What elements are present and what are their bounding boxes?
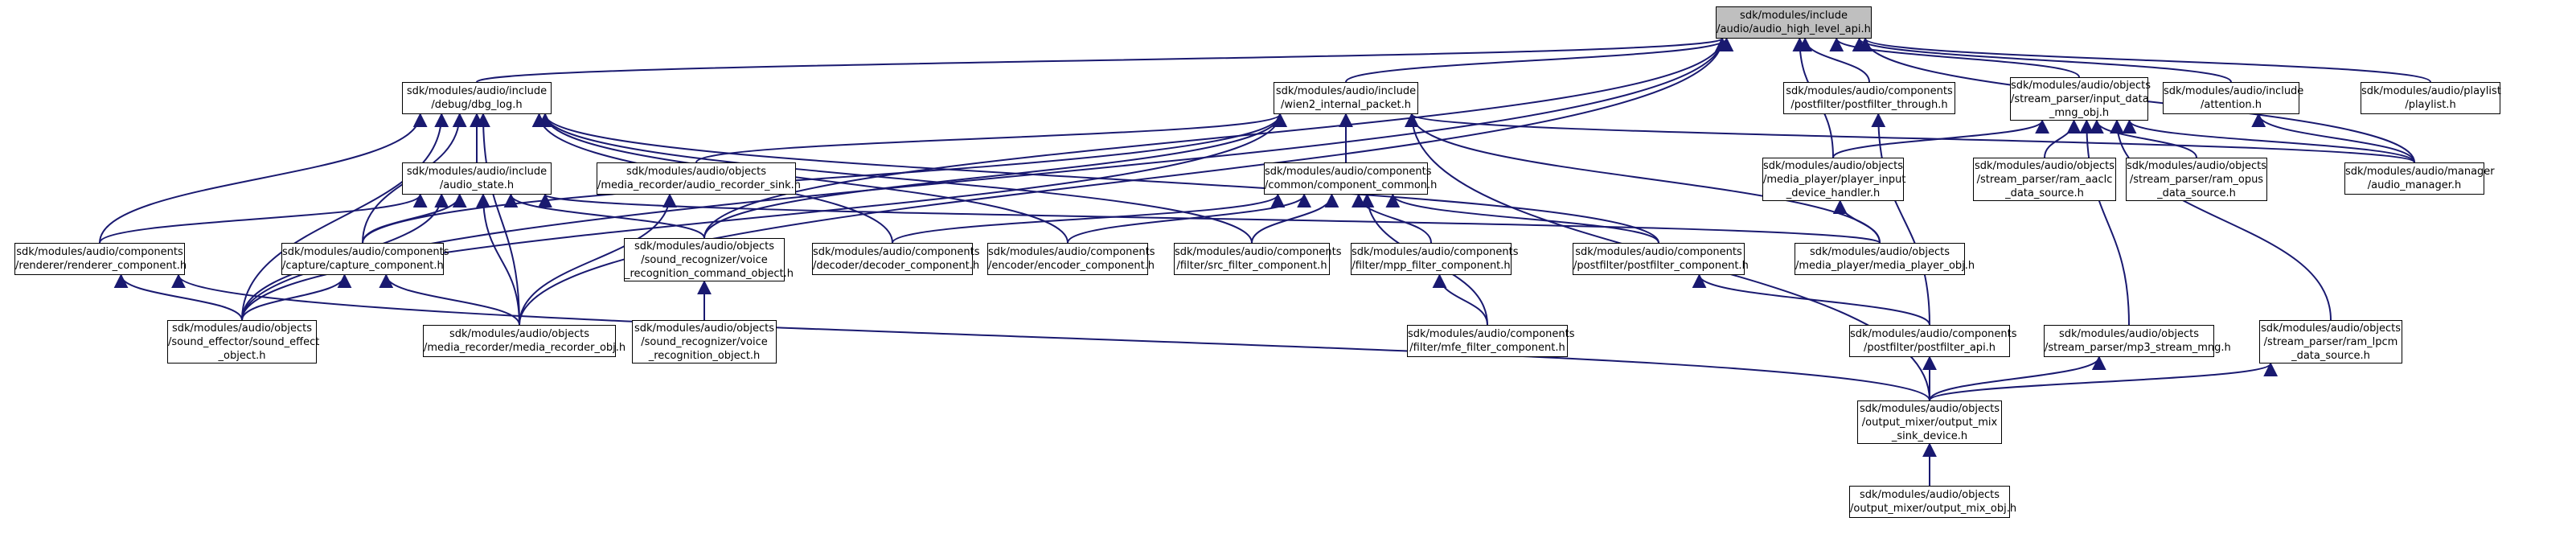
edge-audio_manager-to-input_data_mng_obj xyxy=(2122,119,2415,163)
node-media-recorder-obj[interactable]: sdk/modules/audio/objects/media_recorder… xyxy=(423,325,626,357)
node-renderer-component[interactable]: sdk/modules/audio/components/renderer/re… xyxy=(14,243,187,275)
edge-voice_recognition_command_object-to-wien2_internal_packet xyxy=(703,113,1287,239)
node-postfilter-through[interactable]: sdk/modules/audio/components/postfilter/… xyxy=(1783,82,1955,114)
node-ram-lpcm-data-source[interactable]: sdk/modules/audio/objects/stream_parser/… xyxy=(2259,320,2402,364)
node-output-mix-sink-device[interactable]: sdk/modules/audio/objects/output_mixer/o… xyxy=(1857,400,2002,444)
edge-capture_component-to-audio_state xyxy=(362,193,467,244)
edge-voice_recognition_command_object-to-audio_state xyxy=(503,193,705,239)
edge-encoder_component-to-component_common xyxy=(1067,193,1311,244)
node-ram-aaclc-data-source[interactable]: sdk/modules/audio/objects/stream_parser/… xyxy=(1973,158,2116,201)
edge-renderer_component-to-audio_state xyxy=(99,193,428,244)
edge-attention-to-audio_high_level_api xyxy=(1852,37,2232,83)
edge-media_player_obj-to-player_input_device_handler xyxy=(1832,199,1881,244)
edge-mpp_filter_component-to-component_common xyxy=(1351,193,1432,244)
edge-player_input_device_handler-to-input_data_mng_obj xyxy=(1832,119,2049,158)
node-postfilter-api[interactable]: sdk/modules/audio/components/postfilter/… xyxy=(1849,325,2017,357)
node-media-player-obj[interactable]: sdk/modules/audio/objects/media_player/m… xyxy=(1795,243,1975,275)
edge-postfilter_api-to-postfilter_component xyxy=(1692,273,1930,326)
edge-src_filter_component-to-component_common xyxy=(1251,193,1339,244)
node-dbg-log[interactable]: sdk/modules/audio/include/debug/dbg_log.… xyxy=(402,82,552,114)
edge-media_player_obj-to-audio_state xyxy=(538,193,1881,244)
node-playlist[interactable]: sdk/modules/audio/playlist/playlist.h xyxy=(2361,82,2501,114)
edge-media_recorder_obj-to-audio_state xyxy=(475,193,520,326)
edge-postfilter_through-to-audio_high_level_api xyxy=(1798,37,1870,83)
node-audio-high-level-api: sdk/modules/include/audio/audio_high_lev… xyxy=(1716,6,1872,39)
node-player-input-device-handler[interactable]: sdk/modules/audio/objects/media_player/p… xyxy=(1762,158,1905,201)
edge-postfilter_api-to-postfilter_through xyxy=(1871,113,1930,326)
edge-ram_lpcm_data_source-to-input_data_mng_obj xyxy=(2109,119,2332,321)
node-output-mix-obj[interactable]: sdk/modules/audio/objects/output_mixer/o… xyxy=(1849,486,2016,518)
node-decoder-component[interactable]: sdk/modules/audio/components/decoder/dec… xyxy=(812,243,980,275)
edge-mfe_filter_component-to-mpp_filter_component xyxy=(1432,273,1488,326)
edge-media_recorder_obj-to-capture_component xyxy=(379,273,520,326)
edge-decoder_component-to-component_common xyxy=(892,193,1286,244)
edge-ram_opus_data_source-to-input_data_mng_obj xyxy=(2089,119,2197,158)
edge-sound_effect_object-to-renderer_component xyxy=(113,273,243,321)
node-postfilter-component[interactable]: sdk/modules/audio/components/postfilter/… xyxy=(1573,243,1749,275)
edge-renderer_component-to-dbg_log xyxy=(99,113,428,244)
edge-encoder_component-to-dbg_log xyxy=(538,113,1069,244)
edge-output_mix_sink_device-to-ram_lpcm_data_source xyxy=(1929,362,2278,401)
edge-dbg_log-to-audio_high_level_api xyxy=(476,37,1729,83)
node-mp3-stream-mng[interactable]: sdk/modules/audio/objects/stream_parser/… xyxy=(2044,325,2231,357)
node-audio-manager[interactable]: sdk/modules/audio/manager/audio_manager.… xyxy=(2344,162,2495,195)
edge-postfilter_component-to-component_common xyxy=(1385,193,1659,244)
edge-audio_manager-to-attention xyxy=(2251,113,2415,163)
node-ram-opus-data-source[interactable]: sdk/modules/audio/objects/stream_parser/… xyxy=(2126,158,2267,201)
edge-playlist-to-audio_high_level_api xyxy=(1858,37,2431,83)
node-audio-state[interactable]: sdk/modules/audio/include/audio_state.h xyxy=(402,162,552,195)
edge-capture_component-to-wien2_internal_packet xyxy=(362,113,1287,244)
edge-media_recorder_obj-to-dbg_log xyxy=(475,113,520,326)
edge-input_data_mng_obj-to-audio_high_level_api xyxy=(1829,37,2080,78)
node-sound-effect-object[interactable]: sdk/modules/audio/objects/sound_effector… xyxy=(167,320,319,364)
node-encoder-component[interactable]: sdk/modules/audio/components/encoder/enc… xyxy=(987,243,1155,275)
edge-ram_aacls_data_source-to-input_data_mng_obj xyxy=(2044,119,2082,158)
node-mfe-filter-component[interactable]: sdk/modules/audio/components/filter/mfe_… xyxy=(1407,325,1575,357)
node-input-data-mng-obj[interactable]: sdk/modules/audio/objects/stream_parser/… xyxy=(2010,77,2151,121)
node-audio-recorder-sink[interactable]: sdk/modules/audio/objects/media_recorder… xyxy=(597,162,801,195)
edge-sound_effect_object-to-dbg_log xyxy=(241,113,449,321)
node-mpp-filter-component[interactable]: sdk/modules/audio/components/filter/mpp_… xyxy=(1351,243,1519,275)
node-wien2-internal-packet[interactable]: sdk/modules/audio/include/wien2_internal… xyxy=(1274,82,1418,114)
node-voice-recognition-command-object[interactable]: sdk/modules/audio/objects/sound_recogniz… xyxy=(624,238,794,281)
edge-audio_recorder_sink-to-wien2_internal_packet xyxy=(695,113,1287,163)
node-attention[interactable]: sdk/modules/audio/include/attention.h xyxy=(2163,82,2303,114)
edge-media_recorder_obj-to-audio_high_level_api xyxy=(519,37,1729,326)
edge-output_mix_sink_device-to-renderer_component xyxy=(171,273,1930,401)
edge-wien2_internal_packet-to-audio_high_level_api xyxy=(1345,37,1734,83)
node-voice-recognition-object[interactable]: sdk/modules/audio/objects/sound_recogniz… xyxy=(632,320,777,364)
edge-sound_effect_object-to-wien2_internal_packet xyxy=(241,113,1287,321)
node-src-filter-component[interactable]: sdk/modules/audio/components/filter/src_… xyxy=(1174,243,1342,275)
edge-sound_effect_object-to-capture_component xyxy=(241,273,352,321)
edge-voice_recognition_command_object-to-audio_high_level_api xyxy=(703,37,1729,239)
edge-audio_manager-to-wien2_internal_packet xyxy=(1405,113,2415,163)
edge-output_mix_sink_device-to-mp3_stream_mng xyxy=(1929,355,2106,401)
node-component-common[interactable]: sdk/modules/audio/components/common/comp… xyxy=(1264,162,1437,195)
node-capture-component[interactable]: sdk/modules/audio/components/capture/cap… xyxy=(281,243,449,275)
edge-mp3_stream_mng-to-input_data_mng_obj xyxy=(2079,119,2130,326)
edge-media_recorder_obj-to-audio_recorder_sink xyxy=(519,193,677,326)
